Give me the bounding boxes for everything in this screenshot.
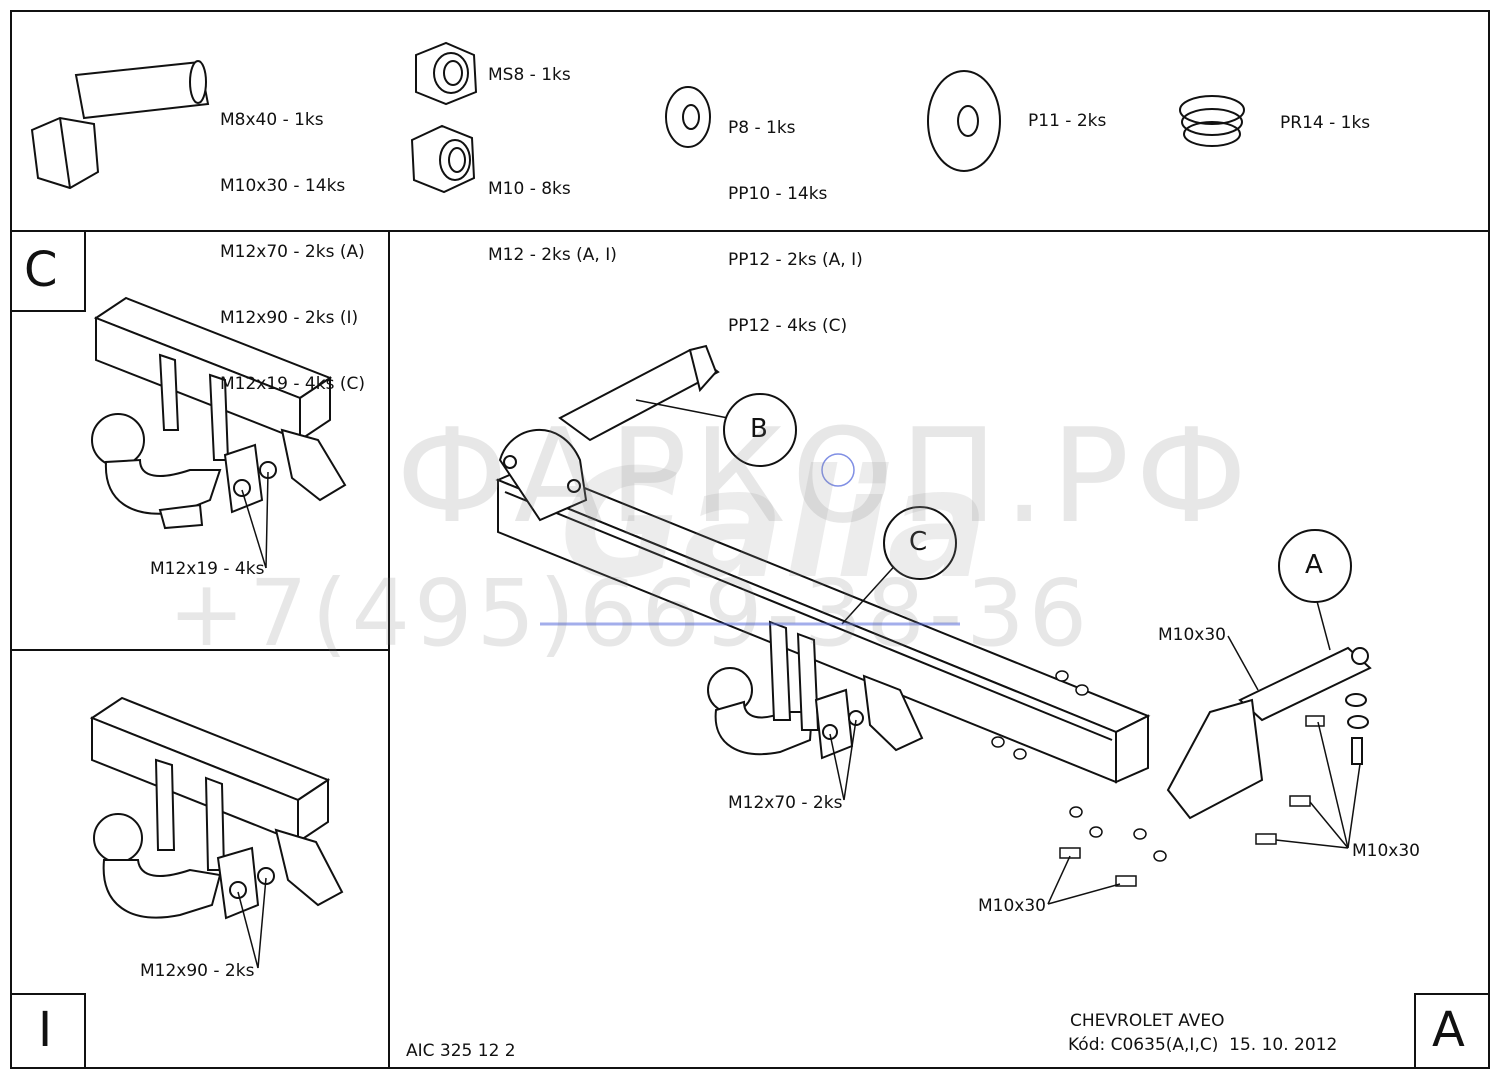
watermark-brand: ФАРКОП.РФ [396,400,1254,552]
fasteners-main [991,670,1325,887]
label-m10x30-top: M10x30 [1158,625,1226,645]
leader-lines-c [241,471,269,569]
washer-line-2: PP10 - 14ks [728,184,828,204]
callout-b: B [750,414,768,444]
leader-lines-i [237,877,267,969]
bolt-icon [30,60,210,190]
large-washer-icon [927,70,1001,172]
part-label-spring-washer: PR14 - 1ks [1280,113,1371,133]
callout-c: C [909,527,928,557]
callout-a: A [1305,550,1323,580]
bolt-line-3: M12x70 - 2ks (A) [220,242,365,262]
bolt-line-2: M10x30 - 14ks [220,176,346,196]
tow-hitch-c [91,296,347,530]
letter-box-c [10,230,86,312]
kod-date: Kód: C0635(A,I,C) 15. 10. 2012 [1068,1035,1338,1055]
label-m12x90: M12x90 - 2ks [140,961,255,981]
callout-circle-a [1278,529,1352,603]
bracket-b [498,344,720,522]
label-m10x30-right: M10x30 [1352,841,1420,861]
panel-letter-c: C [24,242,58,298]
washer-icon [665,86,711,148]
lock-nut-icon [415,41,478,106]
washer-line-4: PP12 - 4ks (C) [728,316,848,336]
nut-line-2: M12 - 2ks (A, I) [488,245,617,265]
label-m12x70: M12x70 - 2ks [728,793,843,813]
callout-circle-c [883,506,957,580]
part-label-large-washer: P11 - 2ks [1028,111,1107,131]
leader-lines-main [635,399,1361,905]
part-label-lock-nut: MS8 - 1ks [488,65,571,85]
bolt-line-4: M12x90 - 2ks (I) [220,308,359,328]
watermark-phone: +7(495)669-38-36 [168,560,1092,667]
tow-ball-main [707,620,924,760]
watermark-ring [821,453,855,487]
part-label-nuts: M10 - 8ks M12 - 2ks (A, I) [488,134,617,288]
watermark-logo: Galia [560,438,989,612]
outer-border [10,10,1490,1069]
bracket-a [1166,646,1372,820]
washer-line-1: P8 - 1ks [728,118,796,138]
part-label-bolts: M8x40 - 1ks M10x30 - 14ks M12x70 - 2ks (… [220,65,365,417]
nut-line-1: M10 - 8ks [488,179,571,199]
washer-line-3: PP12 - 2ks (A, I) [728,250,863,270]
bolt-line-5: M12x19 - 4ks (C) [220,374,365,394]
tow-hitch-i [89,696,344,920]
callout-circle-b [723,393,797,467]
bolt-line-1: M8x40 - 1ks [220,110,324,130]
nut-icon [410,124,476,194]
letter-box-i [10,993,86,1069]
spring-washer-icon [1179,95,1245,147]
panel-letter-i: I [38,1002,53,1058]
panel-letter-a: A [1432,1002,1465,1058]
label-m12x19: M12x19 - 4ks [150,559,265,579]
part-label-washers: P8 - 1ks PP10 - 14ks PP12 - 2ks (A, I) P… [728,73,863,359]
label-m10x30-bottom: M10x30 [978,896,1046,916]
drawing-code: AIC 325 12 2 [406,1041,516,1061]
vehicle-name: CHEVROLET AVEO [1070,1011,1225,1031]
letter-box-a [1414,993,1490,1069]
